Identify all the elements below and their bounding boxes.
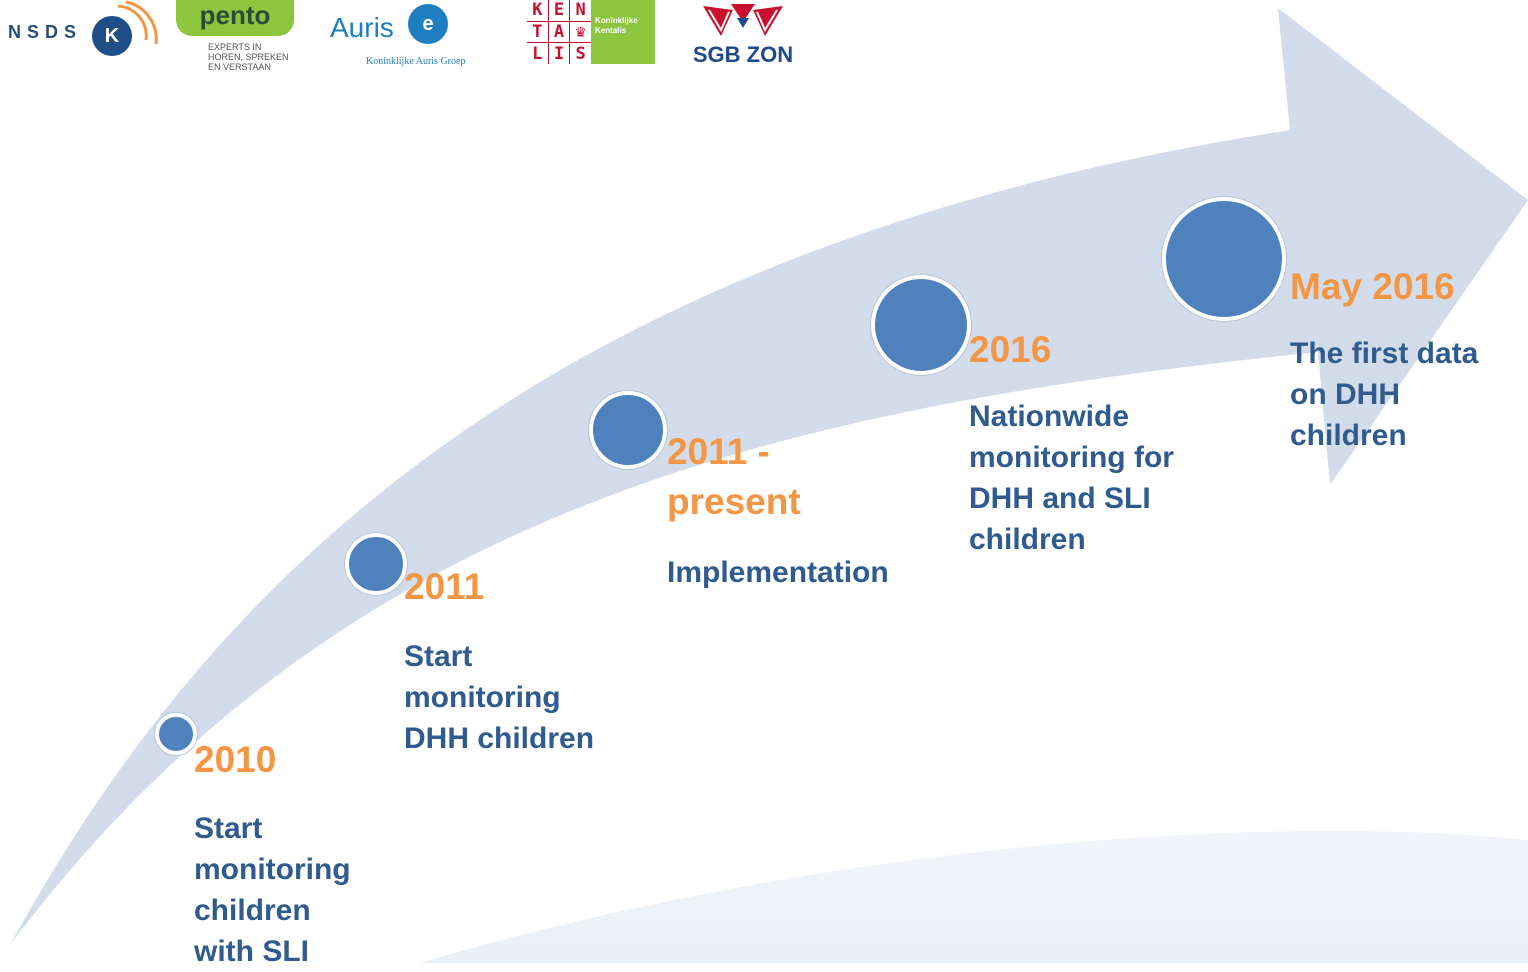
kentalis-letter: N: [570, 0, 591, 21]
sgb-zon-emblem-icon: [703, 4, 783, 36]
pento-logo-name: pento: [176, 0, 294, 36]
kentalis-letter: S: [570, 43, 591, 64]
milestone-dot-2011-present: [589, 391, 667, 469]
milestone-dot-2016: [871, 275, 971, 375]
milestone-description-may-2016: The first data on DHH children: [1290, 337, 1479, 452]
kentalis-letter: K: [527, 0, 548, 21]
kentalis-logo-subtitle: Koninklijke Kentalis: [591, 0, 655, 64]
milestone-dot-may-2016: [1162, 197, 1286, 321]
sgb-zon-logo-name: SGB ZON: [692, 42, 794, 67]
milestone-year-may-2016: May 2016: [1290, 266, 1455, 307]
milestone-dot-2010: [155, 713, 197, 755]
kentalis-letter-grid: K E N T A ♛ L I S: [527, 0, 591, 64]
kentalis-letter: E: [548, 0, 570, 21]
auris-logo-mark: e: [408, 4, 448, 44]
milestone-year-2011: 2011: [404, 566, 485, 607]
kentalis-crown-icon: ♛: [570, 21, 591, 43]
milestone-year-2011-present: 2011 - present: [667, 431, 801, 522]
nsdsk-logo-mark: K: [92, 16, 132, 56]
pento-logo-tagline: EXPERTS IN HOREN, SPREKEN EN VERSTAAN: [208, 42, 289, 72]
milestone-year-2016: 2016: [969, 329, 1052, 370]
milestone-dot-2011: [345, 533, 407, 595]
auris-logo-name: Auris: [330, 12, 394, 43]
pento-logo: pento EXPERTS IN HOREN, SPREKEN EN VERST…: [176, 0, 296, 90]
kentalis-logo: K E N T A ♛ L I S Koninklijke Kentalis: [527, 0, 655, 66]
kentalis-letter: I: [548, 43, 570, 64]
sgb-zon-logo: SGB ZON: [683, 0, 803, 70]
auris-logo: Auris e Koninklijke Auris Groep: [330, 0, 500, 70]
auris-logo-subtitle: Koninklijke Auris Groep: [366, 56, 466, 67]
nsdsk-sound-waves-icon: [117, 0, 158, 45]
milestone-description-2010: Start monitoring children with SLI: [194, 812, 351, 968]
milestone-description-2016: Nationwide monitoring for DHH and SLI ch…: [969, 400, 1174, 556]
kentalis-letter: T: [527, 21, 548, 43]
milestone-description-2011-present: Implementation: [667, 556, 889, 589]
background-swoosh: [420, 830, 1528, 963]
kentalis-letter: A: [548, 21, 570, 43]
milestone-description-2011: Start monitoring DHH children: [404, 640, 595, 755]
kentalis-letter: L: [527, 43, 548, 64]
nsdsk-logo-text: NSDS: [8, 22, 83, 42]
curved-arrow: [10, 8, 1528, 945]
nsdsk-logo: NSDS K: [8, 0, 158, 64]
milestone-year-2010: 2010: [194, 739, 277, 780]
